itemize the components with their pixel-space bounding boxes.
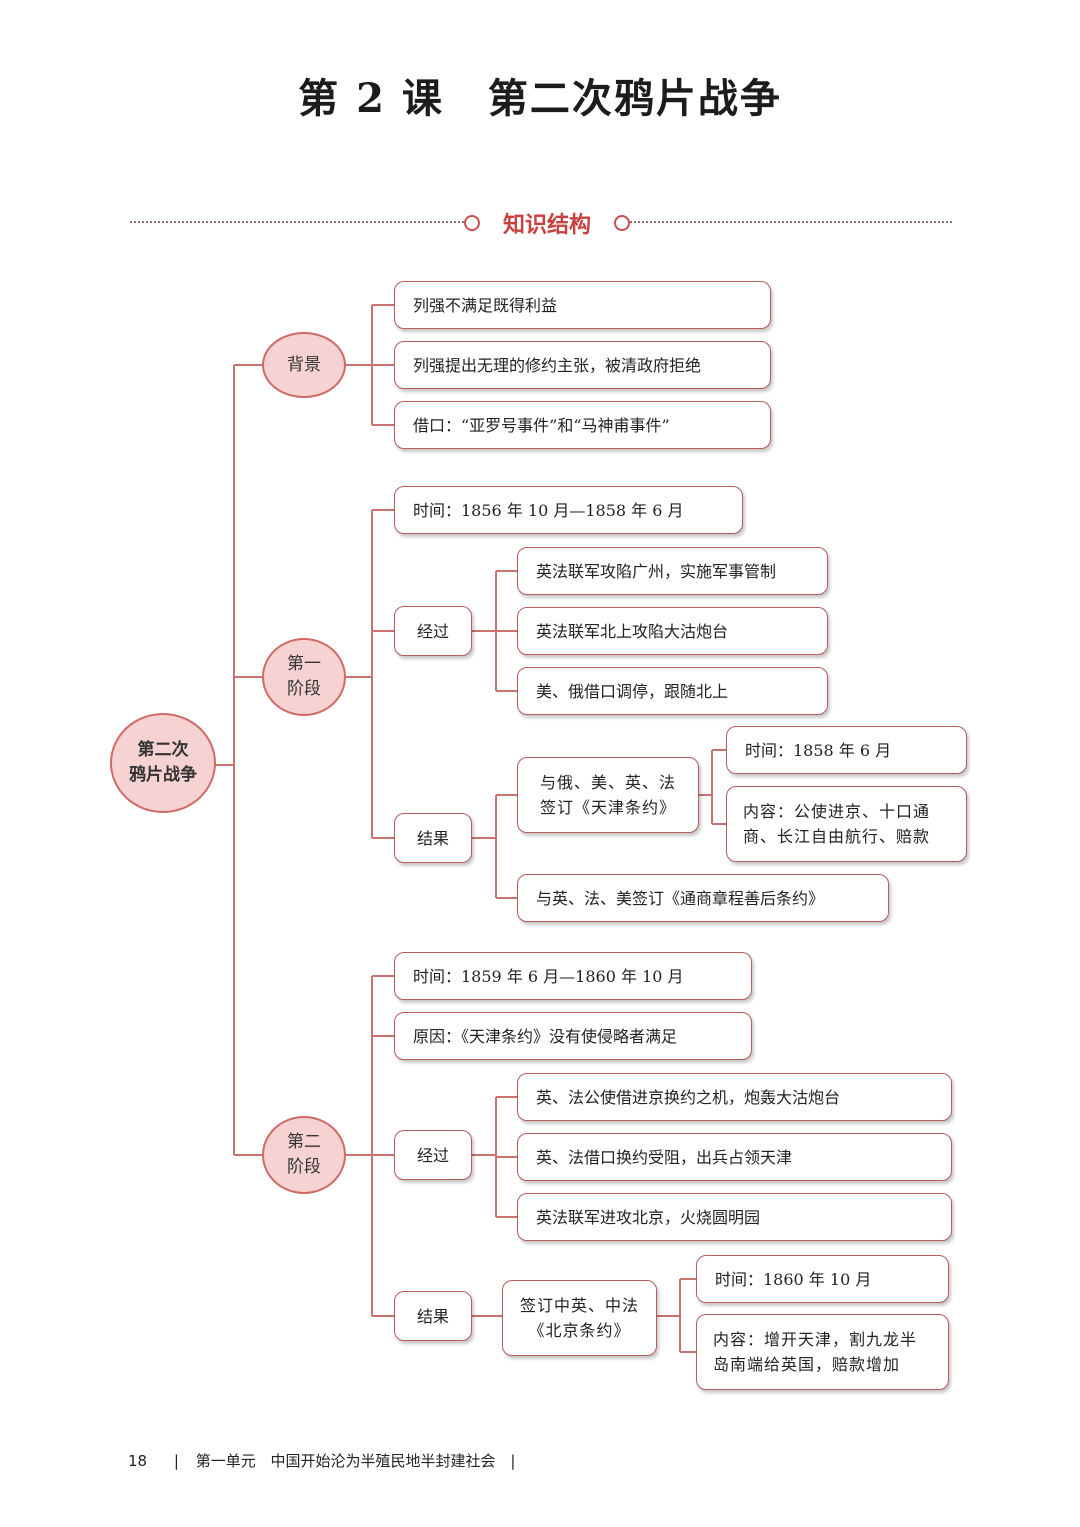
- stage2-treaty-content: 内容：增开天津，割九龙半 岛南端给英国，赔款增加: [696, 1314, 949, 1390]
- ring-icon-right: [614, 215, 630, 231]
- lesson-number: 第 2 课: [298, 75, 444, 122]
- stage2-process-label: 经过: [394, 1130, 472, 1180]
- page-title: 第 2 课第二次鸦片战争: [0, 66, 1080, 124]
- stage2-process-item: 英、法公使借进京换约之机，炮轰大沽炮台: [517, 1073, 952, 1121]
- unit-title: 中国开始沦为半殖民地半封建社会: [270, 1452, 496, 1470]
- stage2-cause: 原因：《天津条约》没有使侵略者满足: [394, 1012, 752, 1060]
- stage2-time: 时间：1859 年 6 月—1860 年 10 月: [394, 952, 752, 1000]
- stage1-node: 第一 阶段: [262, 638, 346, 716]
- stage2-treaty-time: 时间：1860 年 10 月: [696, 1255, 949, 1303]
- stage2-result-label: 结果: [394, 1291, 472, 1341]
- background-node: 背景: [262, 332, 346, 398]
- stage2-process-item: 英、法借口换约受阻，出兵占领天津: [517, 1133, 952, 1181]
- unit-label: 第一单元: [195, 1452, 256, 1470]
- stage2-node: 第二 阶段: [262, 1116, 346, 1194]
- stage1-result-label: 结果: [394, 813, 472, 863]
- page-number: 18: [128, 1452, 148, 1470]
- stage2-process-item: 英法联军进攻北京，火烧圆明园: [517, 1193, 952, 1241]
- stage1-time: 时间：1856 年 10 月—1858 年 6 月: [394, 486, 743, 534]
- background-item: 列强不满足既得利益: [394, 281, 771, 329]
- stage1-treaty-content: 内容：公使进京、十口通 商、长江自由航行、赔款: [726, 786, 967, 862]
- background-item: 列强提出无理的修约主张，被清政府拒绝: [394, 341, 771, 389]
- section-header: 知识结构: [130, 205, 952, 241]
- stage1-process-item: 英法联军攻陷广州，实施军事管制: [517, 547, 828, 595]
- dotted-divider-left: [130, 221, 464, 223]
- section-label: 知识结构: [502, 213, 591, 238]
- lesson-name: 第二次鸦片战争: [487, 75, 782, 122]
- background-item: 借口：“亚罗号事件”和“马神甫事件”: [394, 401, 771, 449]
- stage1-process-label: 经过: [394, 606, 472, 656]
- stage1-treaty: 与俄、美、英、法 签订《天津条约》: [517, 757, 699, 833]
- stage1-treaty2: 与英、法、美签订《通商章程善后条约》: [517, 874, 889, 922]
- footer-separator: |: [510, 1452, 516, 1470]
- page-footer: 18 | 第一单元 中国开始沦为半殖民地半封建社会 |: [128, 1450, 525, 1471]
- stage2-treaty: 签订中英、中法 《北京条约》: [502, 1280, 657, 1356]
- root-node: 第二次 鸦片战争: [110, 713, 216, 813]
- stage1-process-item: 英法联军北上攻陷大沽炮台: [517, 607, 828, 655]
- stage1-process-item: 美、俄借口调停，跟随北上: [517, 667, 828, 715]
- dotted-divider-right: [630, 221, 952, 223]
- stage1-treaty-time: 时间：1858 年 6 月: [726, 726, 967, 774]
- ring-icon-left: [464, 215, 480, 231]
- footer-separator: |: [173, 1452, 179, 1470]
